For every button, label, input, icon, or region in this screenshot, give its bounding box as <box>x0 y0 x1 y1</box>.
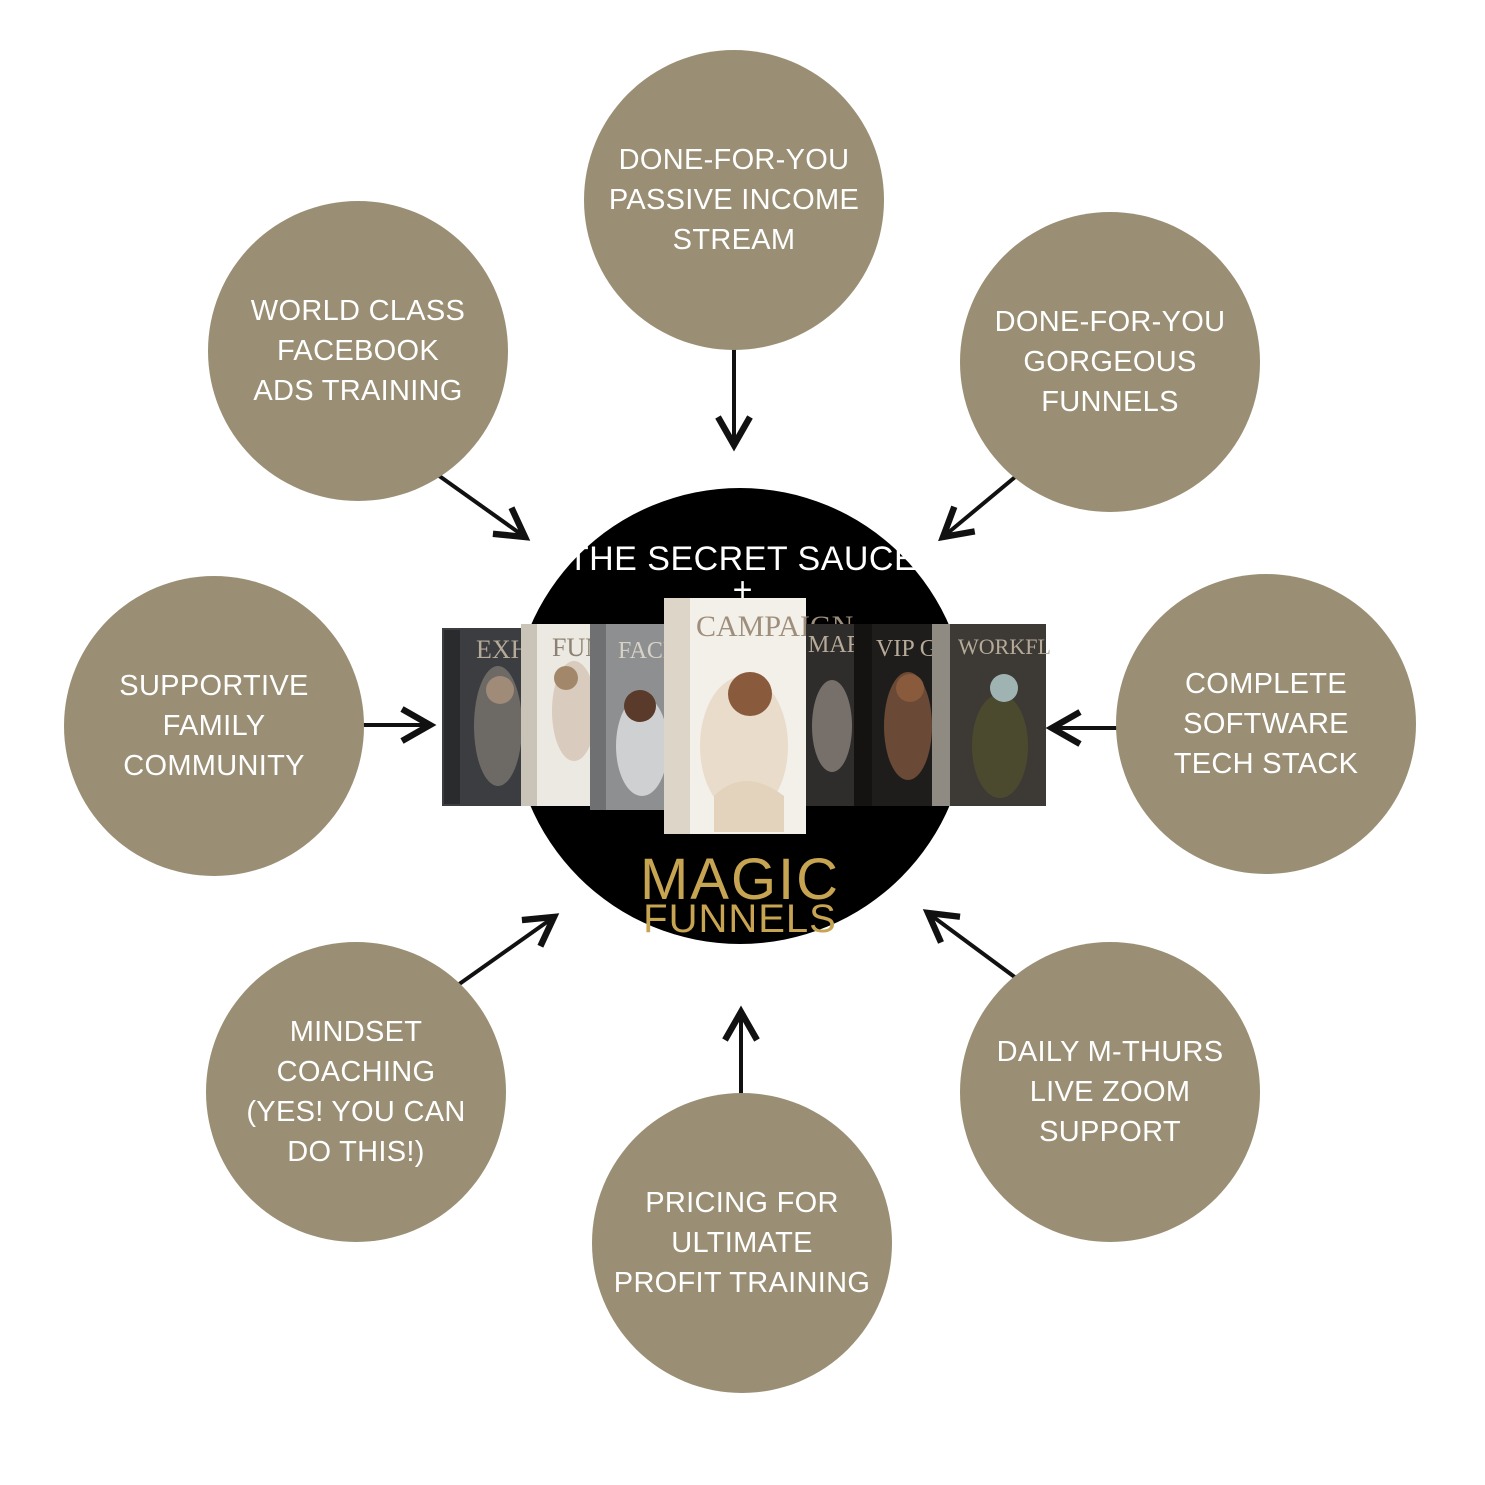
node-line: PROFIT TRAINING <box>613 1267 871 1299</box>
node-line: COACHING <box>276 1056 436 1088</box>
node-line: PASSIVE INCOME <box>608 184 860 216</box>
product-box-funnel: FUNNEL <box>521 624 655 806</box>
node-pricing-training: PRICING FOR ULTIMATE PROFIT TRAINING <box>592 1093 892 1393</box>
product-box-campaign: CAMPAIGN <box>664 598 853 834</box>
node-line: LIVE ZOOM <box>1029 1076 1191 1108</box>
node-line: PRICING FOR <box>645 1187 839 1219</box>
node-line: ULTIMATE <box>671 1227 813 1259</box>
node-line: SUPPORT <box>1039 1116 1181 1148</box>
product-box-workflow: WORKFLOW <box>932 624 1050 806</box>
node-line: ADS TRAINING <box>253 375 463 407</box>
node-line: DONE-FOR-YOU <box>994 306 1226 338</box>
node-line: DO THIS!) <box>287 1136 425 1168</box>
product-box-vip-group: VIP GROUP <box>854 624 1001 806</box>
node-line: SUPPORTIVE <box>119 670 309 702</box>
node-line: (YES! YOU CAN <box>246 1096 466 1128</box>
node-line: GORGEOUS <box>1023 346 1197 378</box>
node-tech-stack: COMPLETE SOFTWARE TECH STACK <box>1116 574 1416 874</box>
node-line: COMPLETE <box>1185 668 1347 700</box>
node-line: SOFTWARE <box>1183 708 1349 740</box>
node-line: FACEBOOK <box>277 335 439 367</box>
node-line: TECH STACK <box>1173 748 1359 780</box>
brand-funnels: FUNNELS <box>643 897 837 941</box>
hub-title: THE SECRET SAUCE <box>567 540 918 578</box>
node-line: DAILY M-THURS <box>996 1036 1224 1068</box>
node-mindset-coaching: MINDSET COACHING (YES! YOU CAN DO THIS!) <box>206 942 506 1242</box>
node-line: FAMILY <box>162 710 266 742</box>
product-boxes-image: EXHIBIT FUNNEL FACEBOOK CAMPAIGN MARKET <box>442 598 1050 834</box>
product-box-label: WORKFLOW <box>958 634 1050 659</box>
arrow-bottom-left <box>446 913 560 994</box>
node-line: STREAM <box>672 224 796 256</box>
node-family-community: SUPPORTIVE FAMILY COMMUNITY <box>64 576 364 876</box>
node-passive-income: DONE-FOR-YOU PASSIVE INCOME STREAM <box>584 50 884 350</box>
node-zoom-support: DAILY M-THURS LIVE ZOOM SUPPORT <box>960 942 1260 1242</box>
node-line: DONE-FOR-YOU <box>618 144 850 176</box>
node-line: MINDSET <box>289 1016 423 1048</box>
node-gorgeous-funnels: DONE-FOR-YOU GORGEOUS FUNNELS <box>960 212 1260 512</box>
node-line: FUNNELS <box>1041 386 1179 418</box>
brand-magic: MAGIC <box>639 847 841 912</box>
node-facebook-ads-training: WORLD CLASS FACEBOOK ADS TRAINING <box>208 201 508 501</box>
node-line: WORLD CLASS <box>250 295 466 327</box>
node-line: COMMUNITY <box>123 750 305 782</box>
